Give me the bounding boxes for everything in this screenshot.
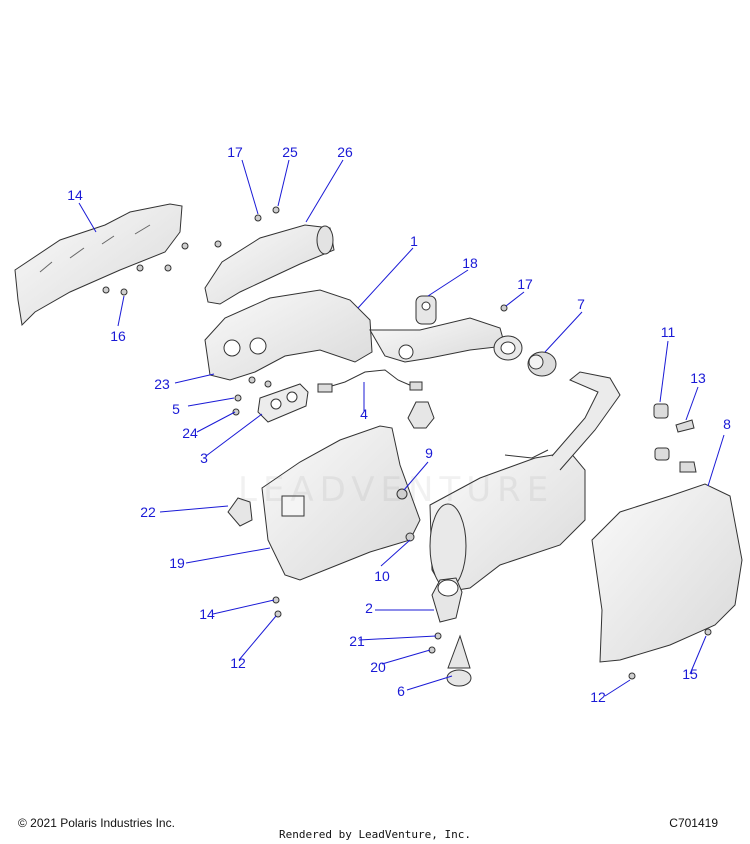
part-gasket [257, 383, 309, 423]
callout-15[interactable]: 14 [67, 187, 83, 203]
part-o2-sensor [317, 369, 423, 393]
part-clamp [227, 497, 253, 527]
callout-14-right[interactable]: 15 [682, 666, 698, 682]
callout-14-left[interactable]: 14 [199, 606, 215, 622]
callout-5[interactable]: 5 [172, 401, 180, 417]
callout-18[interactable]: 18 [462, 255, 478, 271]
part-heat-shield-lower [261, 425, 421, 581]
callout-19[interactable]: 19 [169, 555, 185, 571]
copyright-text: © 2021 Polaris Industries Inc. [18, 816, 175, 830]
callout-16[interactable]: 16 [110, 328, 126, 344]
callout-7[interactable]: 7 [577, 296, 585, 312]
callout-17[interactable]: 17 [227, 144, 243, 160]
part-heat-shield-muffler [591, 483, 743, 663]
callout-4[interactable]: 4 [360, 406, 368, 422]
part-exhaust-manifold [204, 289, 523, 381]
part-grommet [527, 351, 557, 377]
part-heat-shield-upper [204, 224, 335, 305]
diagram-code: C701419 [669, 816, 718, 830]
callout-13[interactable]: 13 [690, 370, 706, 386]
callout-20[interactable]: 20 [370, 659, 386, 675]
part-springs [653, 403, 697, 473]
part-bracket [407, 401, 435, 429]
part-exhaust-tip [446, 634, 472, 687]
callout-22[interactable]: 22 [140, 504, 156, 520]
callout-24[interactable]: 26 [337, 144, 353, 160]
part-hanger [415, 295, 437, 325]
callout-17-right[interactable]: 17 [517, 276, 533, 292]
callout-1[interactable]: 1 [410, 233, 418, 249]
part-hardware [102, 206, 712, 680]
callout-3[interactable]: 3 [200, 450, 208, 466]
callout-10[interactable]: 10 [374, 568, 390, 584]
callout-11[interactable]: 11 [660, 324, 676, 340]
rendered-by-text: Rendered by LeadVenture, Inc. [278, 828, 472, 841]
callout-21[interactable]: 21 [349, 633, 365, 649]
callout-26[interactable]: 24 [182, 425, 198, 441]
callout-8[interactable]: 8 [723, 416, 731, 432]
callout-12-left[interactable]: 12 [230, 655, 246, 671]
part-heat-shield-left [14, 203, 183, 327]
watermark: LEADVENTURE [238, 470, 555, 510]
part-outlet-pipe [431, 577, 463, 623]
callout-9[interactable]: 9 [425, 445, 433, 461]
leader-lines [78, 159, 725, 697]
callout-6[interactable]: 6 [397, 683, 405, 699]
callout-2[interactable]: 2 [365, 600, 373, 616]
callout-25[interactable]: 23 [154, 376, 170, 392]
callout-12-right[interactable]: 12 [590, 689, 606, 705]
callout-23[interactable]: 25 [282, 144, 298, 160]
